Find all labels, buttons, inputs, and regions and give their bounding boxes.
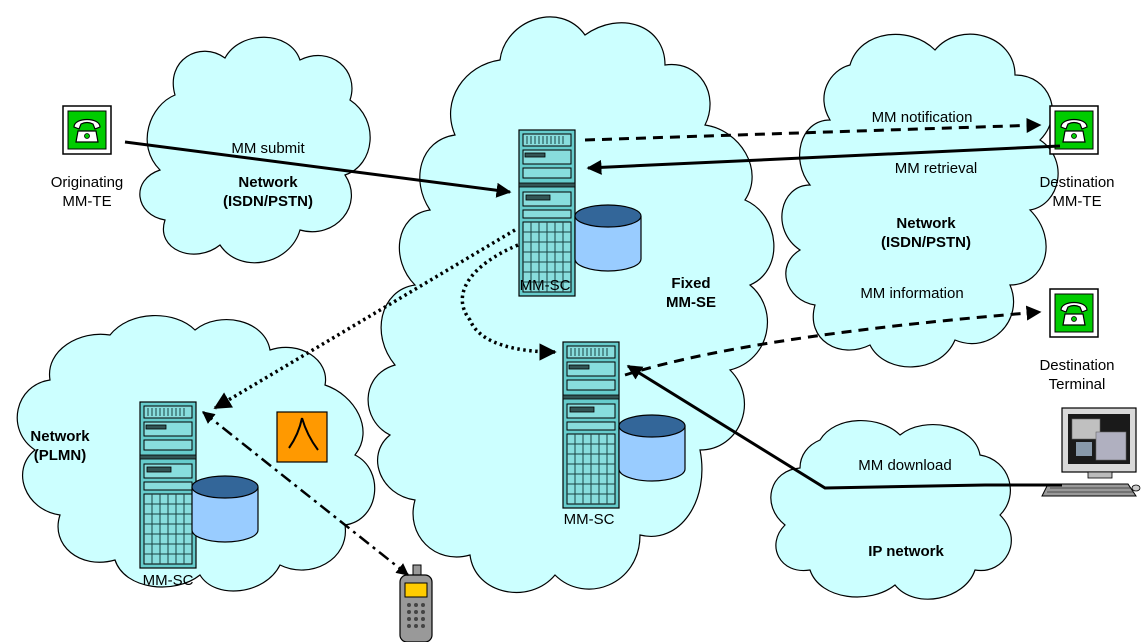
plmn-line1: Network (30, 428, 90, 445)
mmsc-plmn-server-icon (139, 401, 197, 569)
mm-retrieval-label: MM retrieval (895, 160, 978, 177)
cloud-fixed-label: Fixed MM-SE (666, 275, 716, 311)
cloud-left-network-label: Network (ISDN/PSTN) (223, 174, 313, 210)
mm-information-arrow (624, 305, 1042, 377)
originating-line2: MM-TE (62, 193, 111, 210)
destination-terminal-line2: Terminal (1049, 376, 1106, 393)
pc-workstation-icon (1041, 407, 1141, 497)
radio-link-dashdot-line (202, 411, 409, 576)
mmsc-to-mmsc-dotted-arrow (460, 243, 557, 361)
left-network-line2: (ISDN/PSTN) (223, 193, 313, 210)
right-network-line2: (ISDN/PSTN) (881, 234, 971, 251)
mm-notification-label: MM notification (872, 109, 973, 126)
plmn-line2: (PLMN) (34, 447, 87, 464)
mm-submit-label: MM submit (231, 140, 305, 157)
fixed-line1: Fixed (671, 275, 710, 292)
mmsc-middle-label: MM-SC (564, 511, 615, 528)
mm-retrieval-arrow (586, 144, 1061, 175)
mmsc-top-server-icon (518, 129, 576, 297)
mmsc-plmn-storage-icon (191, 475, 259, 543)
mmsc-top-storage-icon (574, 204, 642, 272)
mmsc-middle-server-icon (562, 341, 620, 509)
cloud-ip-network (770, 419, 1012, 600)
mm-information-label: MM information (860, 285, 963, 302)
right-network-line1: Network (896, 215, 956, 232)
mm-submit-arrow (124, 140, 512, 198)
cloud-left-network (139, 36, 371, 264)
originating-phone-icon (62, 105, 112, 155)
mm-download-label: MM download (858, 457, 951, 474)
cloud-plmn-label: Network (PLMN) (30, 428, 90, 464)
mm-notification-arrow (584, 117, 1042, 142)
radio-link-icon (276, 411, 328, 463)
destination-mmte-line2: MM-TE (1052, 193, 1101, 210)
originating-line1: Originating (51, 174, 124, 191)
mobile-handset-icon (399, 564, 433, 642)
cloud-right-network (781, 33, 1059, 368)
destination-mmte-line1: Destination (1039, 174, 1114, 191)
left-network-line1: Network (238, 174, 298, 191)
mm-download-arrow (626, 364, 1062, 490)
mmsc-top-label: MM-SC (520, 277, 571, 294)
destination-terminal-phone-icon (1049, 288, 1099, 338)
fixed-line2: MM-SE (666, 294, 716, 311)
mmsc-plmn-label: MM-SC (143, 572, 194, 589)
destination-terminal-line1: Destination (1039, 357, 1114, 374)
mmsc-to-plmn-dotted-arrow (213, 228, 516, 410)
ip-network-label: IP network (868, 543, 944, 560)
mmsc-middle-storage-icon (618, 414, 686, 482)
cloud-right-network-label: Network (ISDN/PSTN) (881, 215, 971, 251)
